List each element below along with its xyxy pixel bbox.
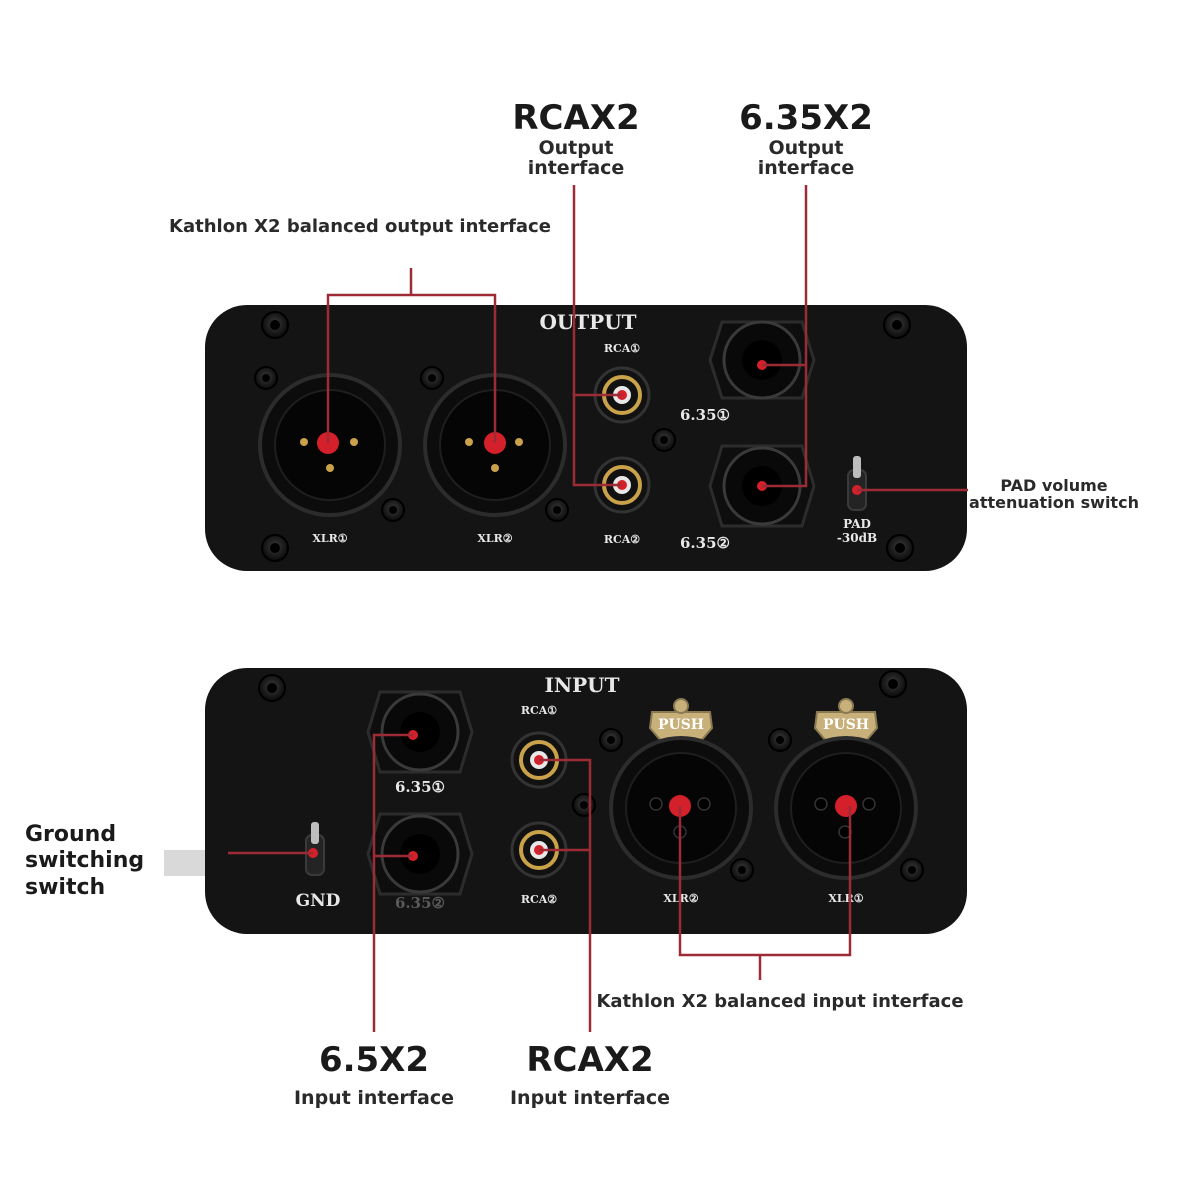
callout-xlr-output: Kathlon X2 balanced output interface xyxy=(169,216,551,237)
screw-icon xyxy=(261,534,289,562)
screw-icon xyxy=(261,311,289,339)
screw-icon xyxy=(420,366,444,390)
jack-635-input-2[interactable] xyxy=(366,812,474,896)
push-latch-1[interactable]: PUSH xyxy=(813,698,879,743)
jack-635-input-1[interactable] xyxy=(366,690,474,774)
callout-title: 6.35X2 xyxy=(739,98,873,138)
silk-635-2-label: 6.35② xyxy=(680,534,730,552)
screw-icon xyxy=(254,366,278,390)
silk-gnd-label: GND xyxy=(296,891,341,911)
callout-title: RCAX2 xyxy=(512,98,640,138)
xlr-male-jack-1[interactable] xyxy=(258,373,402,517)
screw-icon xyxy=(599,728,623,752)
xlr-female-jack-1[interactable] xyxy=(774,736,918,880)
screw-icon xyxy=(572,793,596,817)
screw-icon xyxy=(768,728,792,752)
leader-xlr-in xyxy=(678,806,852,957)
leader-lines xyxy=(228,185,968,1032)
input-panel: PUSH PUSH xyxy=(164,668,967,934)
silk-rca1-label: RCA① xyxy=(521,704,557,717)
input-panel-title: INPUT xyxy=(545,673,620,697)
screw-icon xyxy=(879,670,907,698)
silk-635-1-label: 6.35① xyxy=(680,406,730,424)
leader-635-in xyxy=(372,733,413,858)
screw-icon xyxy=(545,498,569,522)
silk-635-2-label: 6.35② xyxy=(395,894,445,912)
jack-635-output-1[interactable] xyxy=(708,320,816,400)
callout-subtitle: Input interface xyxy=(509,1086,671,1109)
leader-635-out xyxy=(762,363,808,488)
leader-rca-out xyxy=(572,393,622,487)
screw-icon xyxy=(883,311,911,339)
callout-subtitle: Output interface xyxy=(757,136,855,179)
screw-icon xyxy=(652,428,676,452)
silk-rca1-label: RCA① xyxy=(604,342,640,355)
output-panel-title: OUTPUT xyxy=(539,310,636,334)
silk-xlr1-label: XLR① xyxy=(828,892,863,905)
callout-title: RCAX2 xyxy=(526,1040,654,1080)
screw-icon xyxy=(730,858,754,882)
screw-icon xyxy=(886,534,914,562)
callout-subtitle: Input interface xyxy=(293,1086,455,1109)
callout-pad-switch: PAD volume attenuation switch xyxy=(969,476,1139,512)
screw-icon xyxy=(900,858,924,882)
callout-65-input: 6.5X2 Input interface xyxy=(284,1040,464,1109)
leader-rca-in xyxy=(539,758,592,852)
silk-pad-label: PAD xyxy=(843,517,871,531)
callout-635-output: 6.35X2 Output interface xyxy=(716,98,896,179)
callout-title: 6.5X2 xyxy=(318,1040,430,1080)
callout-rca-input: RCAX2 Input interface xyxy=(500,1040,680,1109)
screw-icon xyxy=(258,674,286,702)
silk-rca2-label: RCA② xyxy=(521,893,557,906)
callout-xlr-input: Kathlon X2 balanced input interface xyxy=(596,991,964,1012)
screw-icon xyxy=(381,498,405,522)
push-label: PUSH xyxy=(658,717,704,733)
silk-rca2-label: RCA② xyxy=(604,533,640,546)
silk-xlr2-label: XLR② xyxy=(477,532,512,545)
side-bracket xyxy=(164,850,212,876)
push-label: PUSH xyxy=(823,717,869,733)
callout-gnd-switch: Ground switching switch xyxy=(25,822,145,900)
output-panel: OUTPUT RCA① RCA② 6.35① 6.35② XLR① XLR② P… xyxy=(205,305,967,571)
silk-pad-db-label: -30dB xyxy=(837,531,877,545)
silk-xlr1-label: XLR① xyxy=(312,532,347,545)
callout-rca-output: RCAX2 Output interface xyxy=(488,98,664,179)
silk-635-1-label: 6.35① xyxy=(395,778,445,796)
callout-subtitle: Output interface xyxy=(527,136,625,179)
